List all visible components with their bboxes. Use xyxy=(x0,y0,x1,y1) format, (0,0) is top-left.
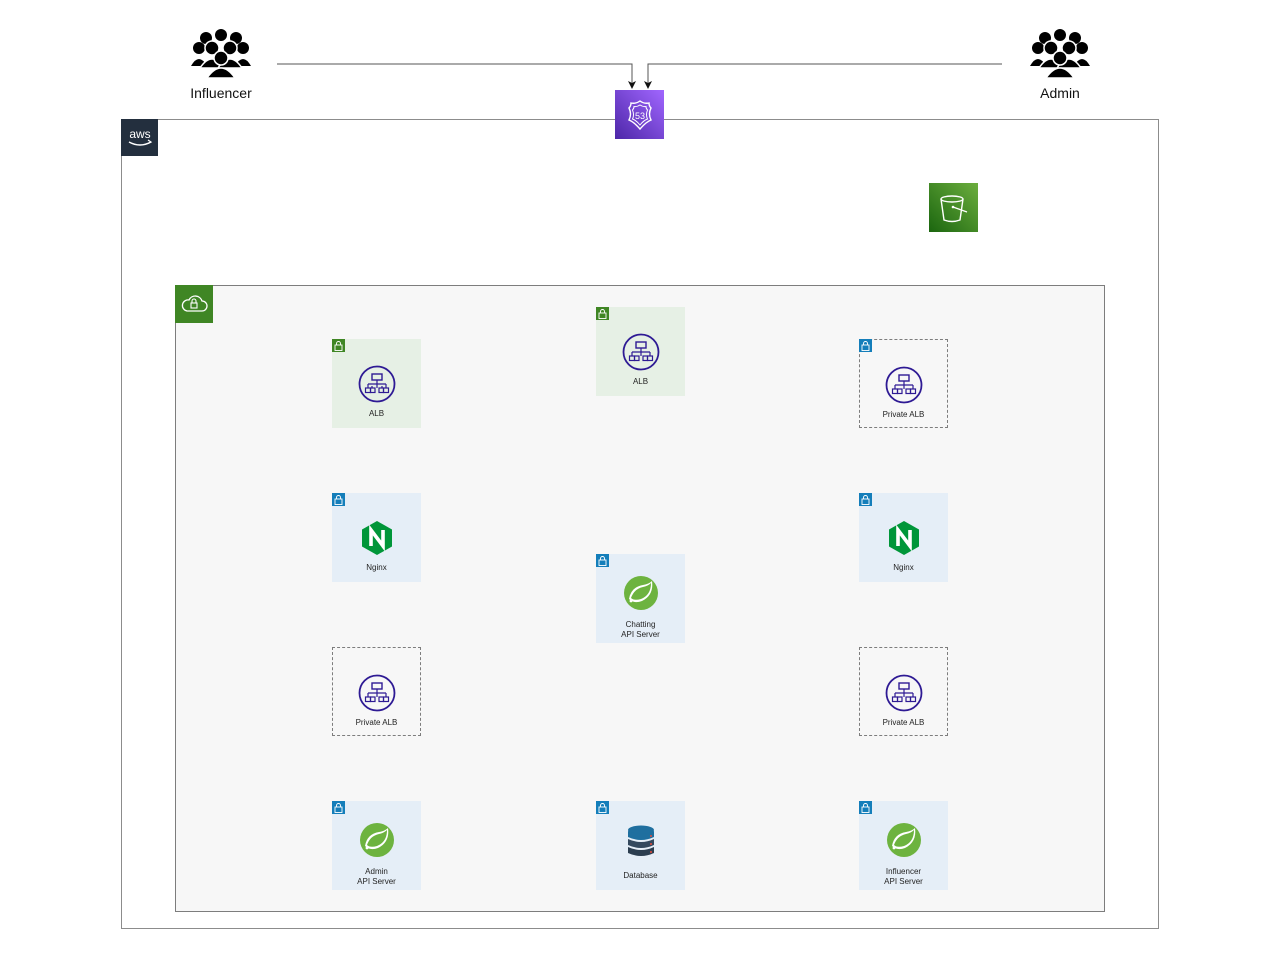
lock-icon xyxy=(332,801,345,814)
lock-icon xyxy=(859,339,872,352)
node-label: Private ALB xyxy=(882,718,925,727)
svg-text:53: 53 xyxy=(634,111,644,121)
route53-shield-icon[interactable]: 53 xyxy=(615,90,664,139)
node-label: Influencer API Server xyxy=(884,867,923,886)
node-nginx-right[interactable]: Nginx xyxy=(859,493,948,582)
spring-icon xyxy=(359,823,394,857)
node-nginx-left[interactable]: Nginx xyxy=(332,493,421,582)
aws-logo-icon: aws xyxy=(121,119,158,156)
actor-admin: Admin xyxy=(1020,28,1100,101)
node-label: Private ALB xyxy=(355,718,398,727)
node-label: ALB xyxy=(632,377,649,386)
edge-admin-route53 xyxy=(644,63,1002,89)
node-label: Nginx xyxy=(893,563,914,572)
cloud-lock-icon xyxy=(175,285,213,323)
node-influencer-api[interactable]: Influencer API Server xyxy=(859,801,948,890)
users-group-icon xyxy=(1030,29,1090,79)
lock-icon xyxy=(859,493,872,506)
node-private-alb-right-bottom[interactable]: Private ALB xyxy=(859,647,948,736)
node-label: ALB xyxy=(368,409,385,418)
node-alb-center[interactable]: ALB xyxy=(596,307,685,396)
actor-influencer: Influencer xyxy=(181,28,261,101)
spring-icon xyxy=(623,576,658,610)
s3-bucket-icon[interactable] xyxy=(929,183,978,232)
node-chatting-api[interactable]: Chatting API Server xyxy=(596,554,685,643)
lock-icon xyxy=(859,801,872,814)
alb-icon xyxy=(358,674,395,712)
users-group-icon xyxy=(191,29,251,79)
node-label: Database xyxy=(623,871,658,880)
lock-icon xyxy=(596,307,609,320)
alb-icon xyxy=(885,366,922,404)
node-private-alb-right-top[interactable]: Private ALB xyxy=(859,339,948,428)
node-label: Private ALB xyxy=(882,410,925,419)
alb-icon xyxy=(622,333,659,371)
edge-influencer-route53 xyxy=(277,63,636,89)
node-alb-left[interactable]: ALB xyxy=(332,339,421,428)
node-private-alb-left[interactable]: Private ALB xyxy=(332,647,421,736)
lock-icon xyxy=(332,493,345,506)
svg-text:aws: aws xyxy=(129,127,150,141)
lock-icon xyxy=(332,339,345,352)
nginx-icon xyxy=(888,521,919,555)
spring-icon xyxy=(886,823,921,857)
node-admin-api[interactable]: Admin API Server xyxy=(332,801,421,890)
alb-icon xyxy=(885,674,922,712)
node-database[interactable]: Database xyxy=(596,801,685,890)
nginx-icon xyxy=(361,521,392,555)
node-label: Admin API Server xyxy=(357,867,396,886)
lock-icon xyxy=(596,554,609,567)
database-icon xyxy=(627,825,654,856)
actor-label: Influencer xyxy=(190,85,252,101)
node-label: Chatting API Server xyxy=(621,620,660,639)
lock-icon xyxy=(596,801,609,814)
alb-icon xyxy=(358,365,395,403)
node-label: Nginx xyxy=(366,563,387,572)
actor-label: Admin xyxy=(1040,85,1080,101)
